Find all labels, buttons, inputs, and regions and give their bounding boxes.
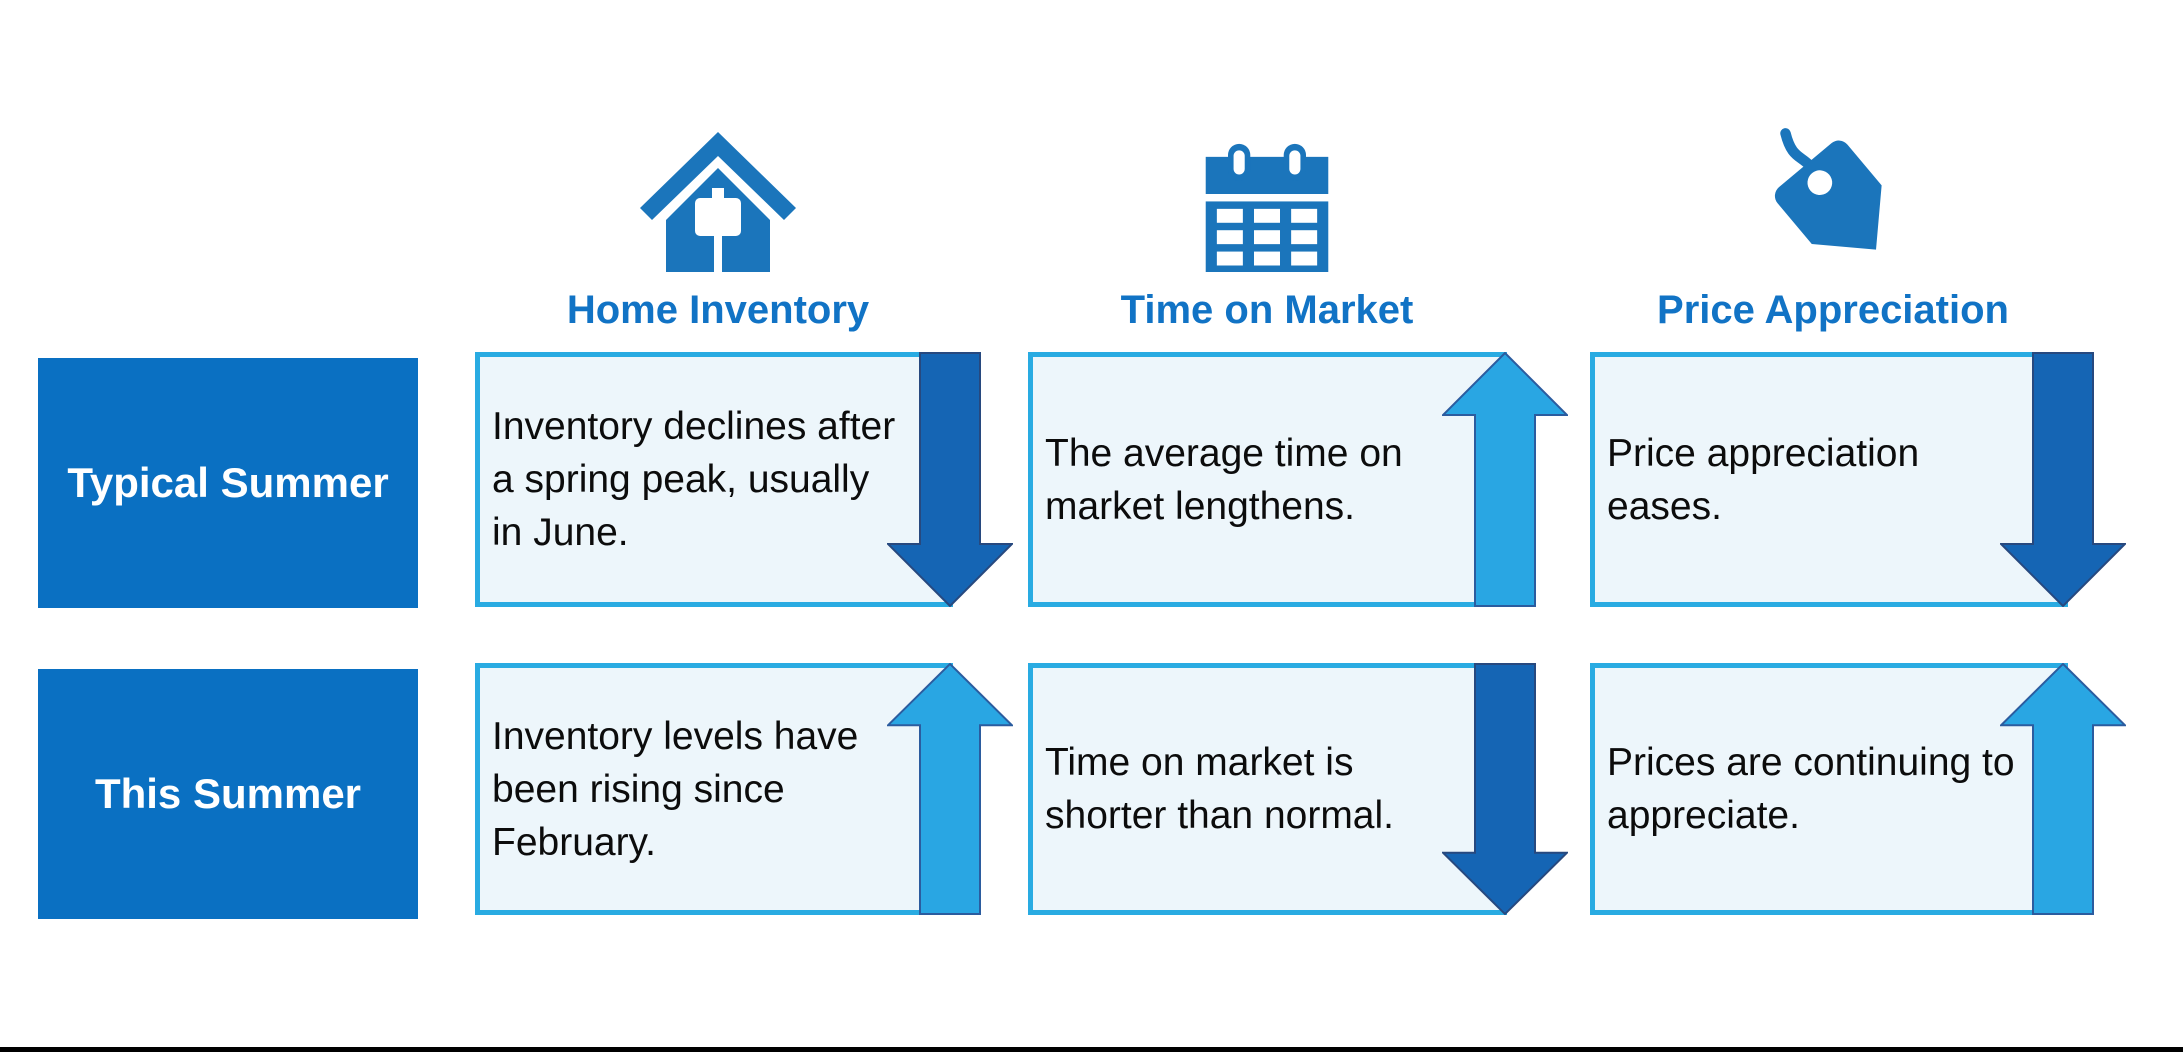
column-label-price-appreciation: Price Appreciation <box>1657 288 2009 332</box>
arrow-down-icon <box>1442 663 1568 915</box>
cell-text: The average time on market lengthens. <box>1045 431 1403 528</box>
calendar-icon <box>1205 143 1329 272</box>
arrow-up-icon <box>1442 352 1568 607</box>
arrow-down-icon <box>887 352 1013 607</box>
row-label-this-summer: This Summer <box>38 669 418 919</box>
cell-text: Inventory levels have been rising since … <box>492 714 859 864</box>
column-header-price-appreciation: Price Appreciation <box>1593 112 2073 333</box>
price-tag-icon <box>1774 128 1882 250</box>
cell-text: Inventory declines after a spring peak, … <box>492 405 896 554</box>
arrow-down-icon <box>2000 352 2126 607</box>
column-label-time-on-market: Time on Market <box>1120 288 1414 332</box>
cell-typical-home-inventory: Inventory declines after a spring peak, … <box>475 352 953 607</box>
cell-text: Price appreciation eases. <box>1607 431 1920 528</box>
column-header-time-on-market: Time on Market <box>1027 112 1507 333</box>
cell-text: Prices are continuing to appreciate. <box>1607 741 2015 837</box>
house-icon <box>640 132 796 272</box>
bottom-rule <box>0 1047 2183 1052</box>
arrow-up-icon <box>2000 663 2126 915</box>
cell-this-summer-home-inventory: Inventory levels have been rising since … <box>475 663 953 915</box>
cell-typical-time-on-market: The average time on market lengthens. <box>1028 352 1507 607</box>
cell-this-summer-price-appreciation: Prices are continuing to appreciate. <box>1590 663 2068 915</box>
cell-this-summer-time-on-market: Time on market is shorter than normal. <box>1028 663 1507 915</box>
row-label-typical-summer: Typical Summer <box>38 358 418 608</box>
column-header-home-inventory: Home Inventory <box>478 112 958 333</box>
column-label-home-inventory: Home Inventory <box>566 288 870 332</box>
cell-typical-price-appreciation: Price appreciation eases. <box>1590 352 2068 607</box>
arrow-up-icon <box>887 663 1013 915</box>
cell-text: Time on market is shorter than normal. <box>1045 741 1395 837</box>
